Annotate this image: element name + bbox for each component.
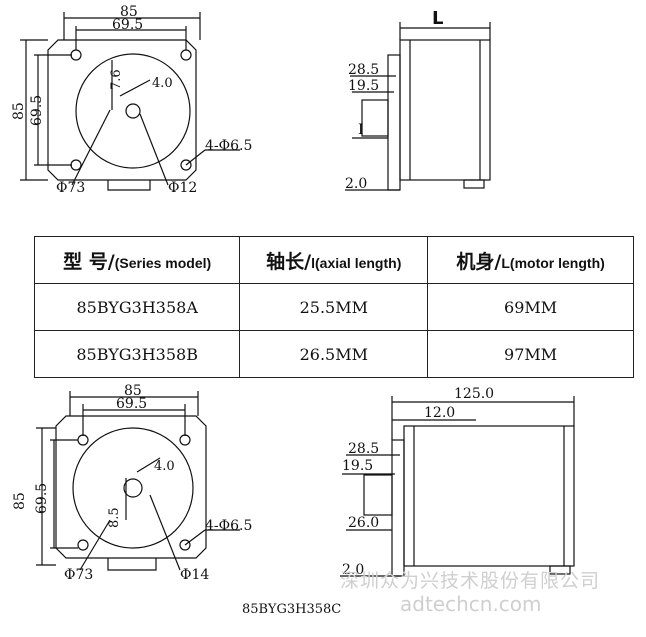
dim2-holes: 4-Φ6.5 <box>205 518 252 534</box>
dim-shaft: Φ12 <box>168 180 197 196</box>
side-view-bottom <box>340 396 575 577</box>
dim2-19-5: 19.5 <box>342 458 373 474</box>
dim2-26-0: 26.0 <box>348 515 379 531</box>
dim2-back: 12.0 <box>424 405 455 421</box>
dim2-28-5: 28.5 <box>348 441 379 457</box>
dim2-8-5: 8.5 <box>107 507 122 528</box>
row1-motor: 69MM <box>427 283 634 331</box>
side-view-top <box>345 22 491 191</box>
dim-28-5: 28.5 <box>348 62 379 78</box>
row1-axial: 25.5MM <box>239 283 429 331</box>
dim-I: I <box>358 122 364 138</box>
table-row: 85BYG3H358B 26.5MM 97MM <box>33 330 634 378</box>
row2-motor: 97MM <box>427 330 634 378</box>
dim2-width-85: 85 <box>124 383 142 399</box>
front-view-bottom <box>36 391 240 571</box>
dim2-total: 125.0 <box>454 386 494 402</box>
spec-table: 型 号/(Series model) 轴长/l(axial length) 机身… <box>33 236 634 378</box>
dim2-height-inner: 69.5 <box>34 483 50 514</box>
dim2-4-0: 4.0 <box>154 459 175 474</box>
dim2-shaft: Φ14 <box>180 567 209 583</box>
dim-19-5: 19.5 <box>348 78 379 94</box>
dim2-width-inner: 69.5 <box>116 396 147 412</box>
dim-2-0: 2.0 <box>345 176 367 192</box>
dim-7-6: 7.6 <box>109 69 124 90</box>
dim2-height-85: 85 <box>12 492 28 510</box>
dim-height-inner: 69.5 <box>29 95 45 126</box>
dim-pilot: Φ73 <box>56 180 85 196</box>
row2-axial: 26.5MM <box>239 330 429 378</box>
dim-width-85: 85 <box>120 4 138 20</box>
dim2-2-0: 2.0 <box>342 562 364 578</box>
drawing-caption: 85BYG3H358C <box>242 602 342 617</box>
dim-holes: 4-Φ6.5 <box>205 138 252 154</box>
row1-model: 85BYG3H358A <box>33 283 241 331</box>
table-header-row: 型 号/(Series model) 轴长/l(axial length) 机身… <box>33 236 634 284</box>
watermark-company: 深圳众为兴技术股份有限公司 <box>340 570 601 592</box>
dim-height-85: 85 <box>11 102 27 120</box>
dim2-pilot: Φ73 <box>64 567 93 583</box>
header-motor: 机身/L(motor length) <box>427 236 634 284</box>
table-row: 85BYG3H358A 25.5MM 69MM <box>33 283 634 331</box>
row2-model: 85BYG3H358B <box>33 330 241 378</box>
watermark-url: adtechcn.com <box>400 592 542 616</box>
header-series: 型 号/(Series model) <box>33 236 241 284</box>
dim-width-inner: 69.5 <box>112 17 143 33</box>
header-axial: 轴长/l(axial length) <box>239 236 429 284</box>
front-view-top <box>20 12 240 191</box>
dim-L: L <box>432 8 443 29</box>
dim-4-0: 4.0 <box>152 76 173 91</box>
